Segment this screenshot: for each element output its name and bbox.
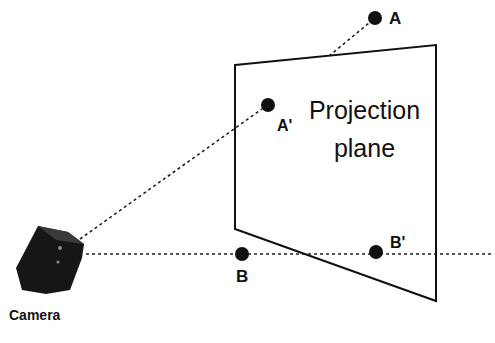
point-label: A xyxy=(388,10,402,28)
point-dot xyxy=(235,247,249,261)
point-label: A' xyxy=(276,117,293,135)
point-dot xyxy=(368,11,382,25)
point-label: B' xyxy=(389,234,406,252)
plane-label: Projection plane xyxy=(295,91,434,167)
plane-outline xyxy=(235,45,436,301)
camera-label: Camera xyxy=(8,306,61,324)
projection-plane: Projection plane xyxy=(233,43,438,303)
ray-line xyxy=(329,23,369,56)
point-label: B xyxy=(235,268,249,286)
point-dot xyxy=(261,98,275,112)
point-dot xyxy=(369,245,383,259)
ray-line xyxy=(86,253,492,255)
camera-icon xyxy=(16,226,84,294)
plane-outline xyxy=(233,43,438,303)
